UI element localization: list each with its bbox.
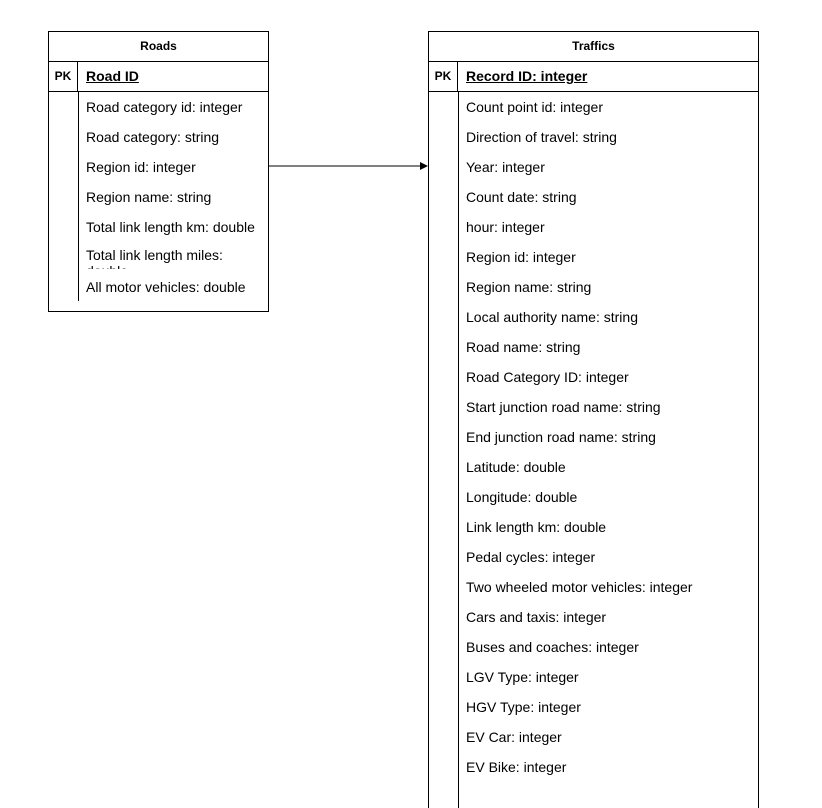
roads-attribute: Region name: string — [86, 189, 212, 205]
traffics-attribute: Direction of travel: string — [466, 129, 617, 145]
traffics-table[interactable]: Traffics PK Record ID: integer Count poi… — [428, 31, 759, 808]
traffics-attribute: Buses and coaches: integer — [466, 639, 639, 655]
roads-attribute: Total link length miles: double — [86, 247, 223, 269]
traffics-attribute: HGV Type: integer — [466, 699, 581, 715]
roads-attribute: All motor vehicles: double — [86, 279, 246, 295]
traffics-attribute: Two wheeled motor vehicles: integer — [466, 579, 693, 595]
traffics-attribute: Pedal cycles: integer — [466, 549, 596, 565]
roads-pk-row: PK Road ID — [49, 62, 268, 92]
traffics-table-title: Traffics — [429, 32, 758, 62]
roads-pk-field: Road ID — [86, 68, 139, 84]
traffics-pk-field: Record ID: integer — [466, 68, 588, 84]
traffics-attribute: Start junction road name: string — [466, 399, 661, 415]
roads-table-title: Roads — [49, 32, 268, 62]
roads-table[interactable]: Roads PK Road ID Road category id: integ… — [48, 31, 269, 312]
roads-attribute: Total link length km: double — [86, 219, 255, 235]
traffics-attribute: Link length km: double — [466, 519, 607, 535]
roads-attribute: Region id: integer — [86, 159, 196, 175]
traffics-attribute: Latitude: double — [466, 459, 566, 475]
traffics-attribute: Region name: string — [466, 279, 592, 295]
roads-attribute: Road category id: integer — [86, 99, 243, 115]
traffics-attribute: Cars and taxis: integer — [466, 609, 607, 625]
traffics-pk-row: PK Record ID: integer — [429, 62, 758, 92]
traffics-attribute: Road Category ID: integer — [466, 369, 629, 385]
traffics-attribute: Count date: string — [466, 189, 577, 205]
traffics-attribute: EV Car: integer — [466, 729, 562, 745]
traffics-attribute: hour: integer — [466, 219, 545, 235]
roads-pk-label: PK — [49, 62, 78, 91]
traffics-attribute: Region id: integer — [466, 249, 576, 265]
traffics-pk-label: PK — [429, 62, 458, 91]
roads-pk-column-divider — [78, 92, 79, 301]
traffics-attribute: Road name: string — [466, 339, 581, 355]
traffics-attribute: Count point id: integer — [466, 99, 603, 115]
traffics-attribute: Longitude: double — [466, 489, 578, 505]
traffics-pk-column-divider — [458, 92, 459, 808]
roads-attribute: Road category: string — [86, 129, 220, 145]
traffics-attribute: Local authority name: string — [466, 309, 638, 325]
traffics-attribute: Year: integer — [466, 159, 545, 175]
traffics-attribute: EV Bike: integer — [466, 759, 567, 775]
traffics-attribute: End junction road name: string — [466, 429, 656, 445]
traffics-attribute: LGV Type: integer — [466, 669, 579, 685]
